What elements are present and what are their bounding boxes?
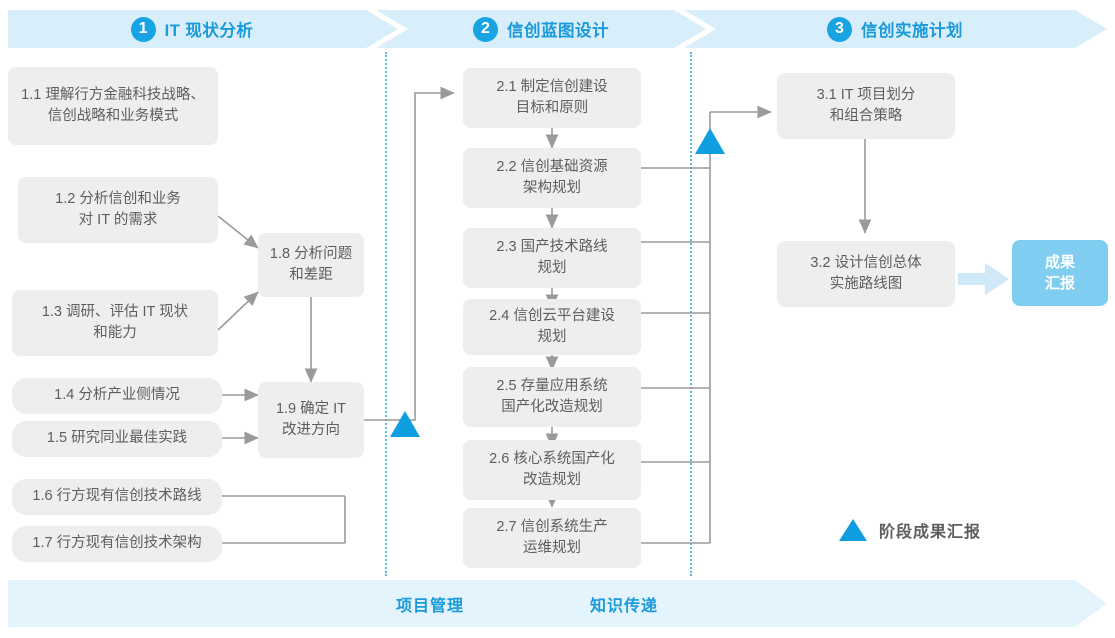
column-divider-1 [385,52,387,576]
phase-title-3: 信创实施计划 [861,22,963,40]
task-box-2-6[interactable]: 2.6 核心系统国产化改造规划 [463,440,641,500]
deliverable-chip[interactable]: 成果汇报 [1012,240,1108,306]
phase-band-3 [684,10,1107,48]
phase-number-badge-2: 2 [473,16,498,42]
task-box-2-7[interactable]: 2.7 信创系统生产运维规划 [463,508,641,568]
task-box-3-1[interactable]: 3.1 IT 项目划分和组合策略 [777,73,955,139]
task-box-2-5[interactable]: 2.5 存量应用系统国产化改造规划 [463,367,641,427]
phase-title-2: 信创蓝图设计 [507,22,609,40]
task-box-1-5[interactable]: 1.5 研究同业最佳实践 [12,421,222,457]
task-box-2-4[interactable]: 2.4 信创云平台建设规划 [463,299,641,355]
task-box-1-2[interactable]: 1.2 分析信创和业务对 IT 的需求 [18,177,218,243]
phase-header-2[interactable]: 2 信创蓝图设计 [400,10,682,48]
phase-number-badge-3: 3 [827,16,852,42]
task-box-1-1[interactable]: 1.1 理解行方金融科技战略、信创战略和业务模式 [8,67,218,145]
legend-milestone: 阶段成果汇报 [839,518,981,542]
task-box-1-6[interactable]: 1.6 行方现有信创技术路线 [12,479,222,515]
phase-band-1 [8,10,398,48]
task-box-1-4[interactable]: 1.4 分析产业侧情况 [12,378,222,414]
phase-number-badge-1: 1 [130,16,156,42]
bottom-band-item-knowledge-transfer[interactable]: 知识传递 [590,597,659,615]
deliverable-arrow [958,263,1009,295]
task-box-2-1[interactable]: 2.1 制定信创建设目标和原则 [463,68,641,128]
phase-title-1: IT 现状分析 [164,22,254,40]
phase-header-1[interactable]: 1 IT 现状分析 [8,10,376,48]
milestone-triangle-phase2 [695,128,725,154]
bottom-band-item-project-management[interactable]: 项目管理 [396,597,465,615]
task-box-2-2[interactable]: 2.2 信创基础资源架构规划 [463,148,641,208]
column-divider-2 [690,52,692,576]
task-box-1-8[interactable]: 1.8 分析问题和差距 [258,233,364,297]
legend-label: 阶段成果汇报 [879,524,982,541]
task-box-1-3[interactable]: 1.3 调研、评估 IT 现状和能力 [12,290,218,356]
milestone-triangle-phase1 [390,411,420,437]
triangle-milestone-icon [839,519,867,541]
task-box-2-3[interactable]: 2.3 国产技术路线规划 [463,228,641,288]
task-box-3-2[interactable]: 3.2 设计信创总体实施路线图 [777,241,955,307]
task-box-1-7[interactable]: 1.7 行方现有信创技术架构 [12,526,222,562]
phase-band-2 [376,10,706,48]
phase-header-3[interactable]: 3 信创实施计划 [700,10,1090,48]
bottom-band [8,580,1107,627]
